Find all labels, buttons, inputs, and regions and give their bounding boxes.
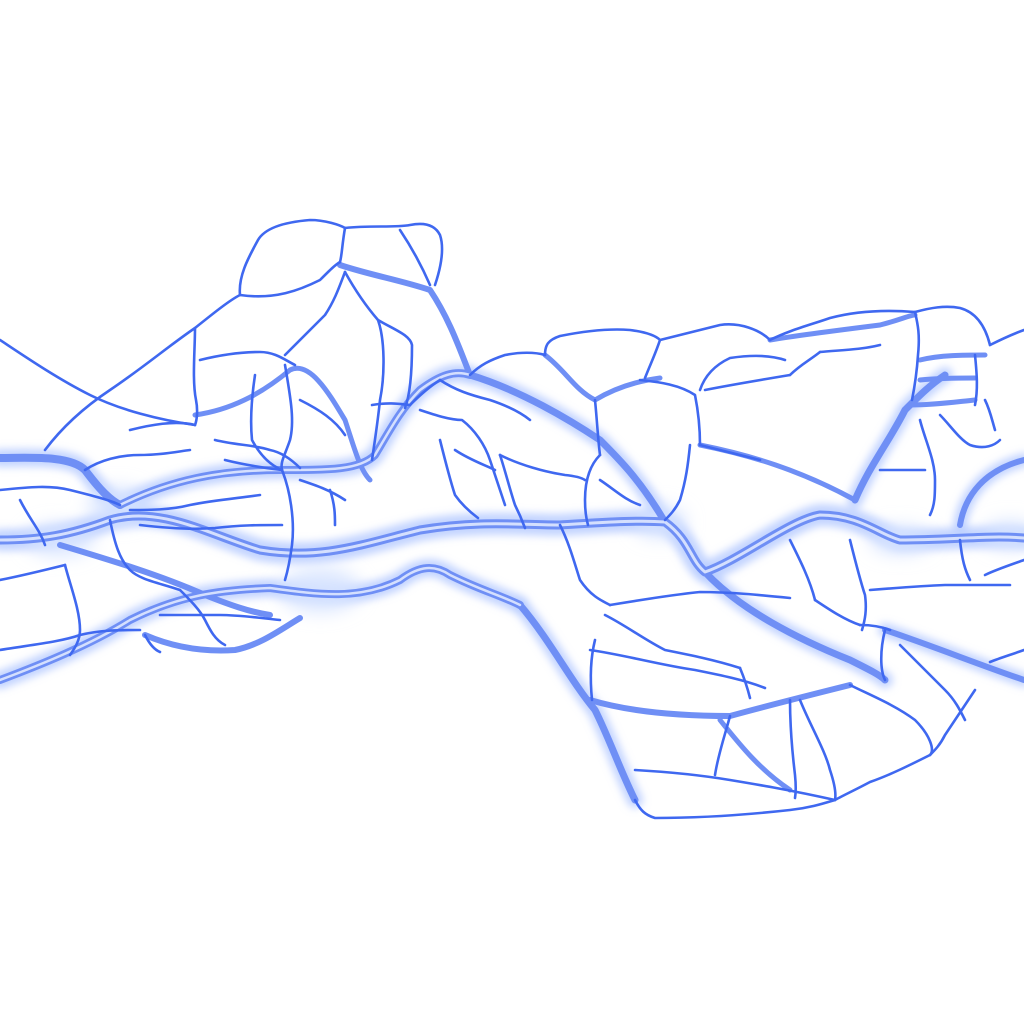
main-channel-highlight (0, 371, 1024, 682)
main-channel-glow (0, 364, 1024, 808)
fine-crack-lines (0, 218, 1024, 820)
